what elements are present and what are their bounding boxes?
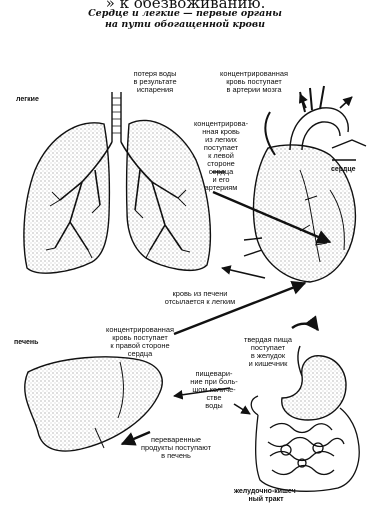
note-liver-to-lungs: кровь из печени отсылается к легким [150, 290, 250, 306]
note-digested-food: пищевари- ние при боль- шом количе- стве… [186, 370, 242, 410]
heart-drawing [244, 86, 366, 282]
note-water-loss: потеря воды в результате испарения [120, 70, 190, 94]
label-heart: сердце [331, 166, 356, 173]
note-to-right-heart: концентрированная кровь поступает к прав… [96, 326, 184, 358]
note-line: отсылается к легким [150, 298, 250, 306]
lungs-drawing [24, 92, 210, 273]
note-to-liver: переваренные продукты поступают в печень [126, 436, 226, 460]
label-liver: печень [14, 339, 38, 346]
note-line: испарения [120, 86, 190, 94]
note-line: сердца [96, 350, 184, 358]
note-line: в артерии мозга [206, 86, 302, 94]
note-line: артериям [184, 184, 258, 192]
note-line: в печень [126, 452, 226, 460]
note-brain-blood: концентрированная кровь поступает в арте… [206, 70, 302, 94]
note-food-to-gut: твердая пища поступает в желудок и кишеч… [236, 336, 300, 368]
note-line: воды [186, 402, 242, 410]
label-gi-tract: желудочно-кишеч- ный тракт [234, 488, 298, 504]
note-line: и кишечник [236, 360, 300, 368]
label-gi-tract-line-1: желудочно-кишеч- [234, 488, 298, 496]
note-lungs-to-heart: концентрирова- нная кровь из легких пост… [184, 120, 258, 192]
label-gi-tract-line-2: ный тракт [234, 496, 298, 504]
label-lungs: легкие [16, 96, 39, 103]
